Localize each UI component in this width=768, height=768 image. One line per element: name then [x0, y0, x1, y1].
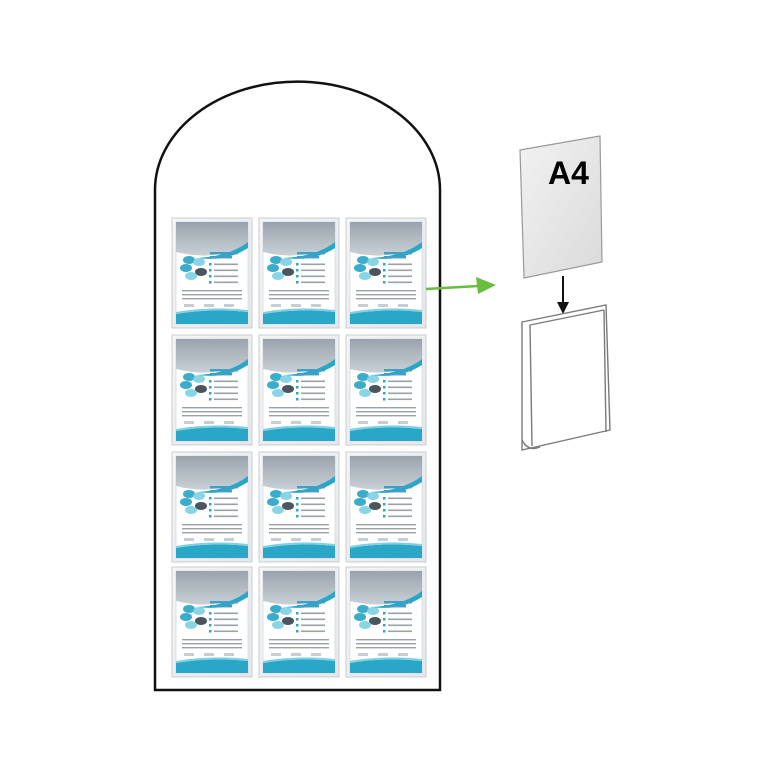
a4-label: A4: [548, 155, 589, 191]
poster-pocket: [345, 566, 427, 678]
poster-pocket: [258, 451, 340, 563]
poster-pocket: [258, 217, 340, 329]
poster-pocket: [171, 566, 253, 678]
poster-pocket: [258, 566, 340, 678]
poster-pocket: [345, 217, 427, 329]
open-pocket-icon: [521, 304, 611, 451]
a4-pocket: A4: [519, 135, 603, 279]
arched-display-frame: [153, 80, 442, 692]
poster-pocket: [345, 334, 427, 446]
poster-pocket: [171, 217, 253, 329]
down-arrow-icon: [557, 276, 569, 314]
poster-pocket: [171, 451, 253, 563]
pocket-grid: [171, 217, 427, 678]
green-arrow-icon: [425, 277, 496, 294]
poster-pocket: [345, 451, 427, 563]
poster-pocket: [258, 334, 340, 446]
poster-pocket: [171, 334, 253, 446]
